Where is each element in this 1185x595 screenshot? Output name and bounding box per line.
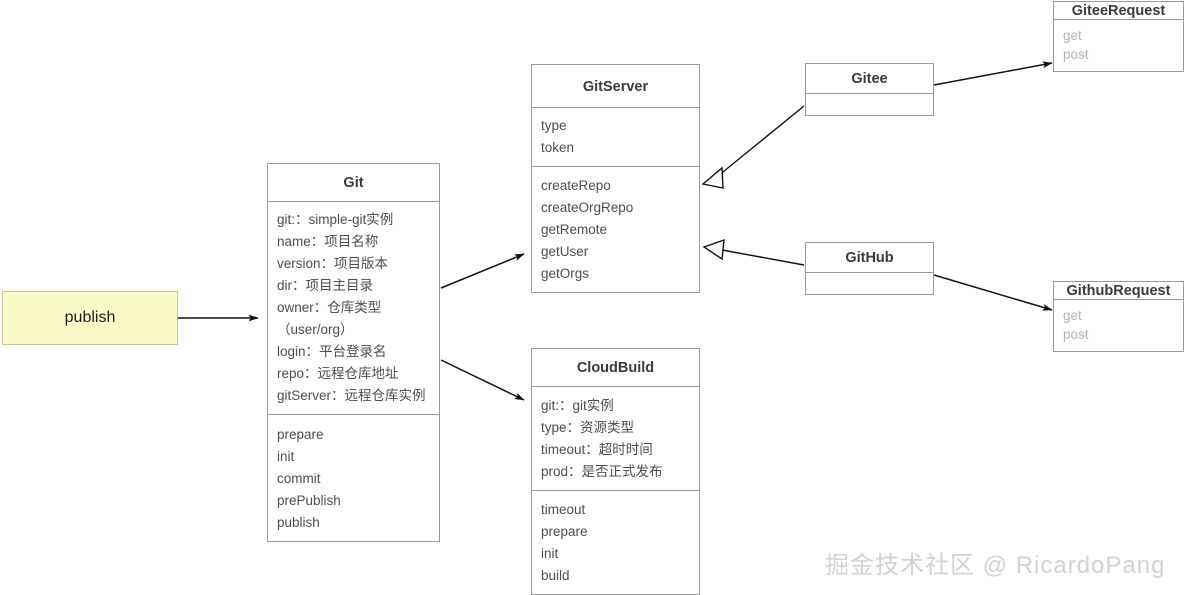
class-gitserver-method: getUser (541, 244, 589, 259)
class-gitserver-method: createRepo (541, 178, 611, 193)
class-gitserver-title: GitServer (582, 78, 649, 95)
class-gitserver-method: getRemote (541, 222, 608, 237)
class-git-attributes: git:：simple-git实例 name：项目名称 version：项目版本… (268, 201, 439, 414)
class-git-attribute: login：平台登录名 (277, 344, 387, 359)
edge-gitee-to-giteerequest (933, 61, 1053, 86)
class-gitserver-methods: createRepo createOrgRepo getRemote getUs… (532, 166, 699, 292)
class-git-methods: prepare init commit prePublish publish (268, 414, 439, 541)
class-giteerequest[interactable]: GiteeRequest get post (1053, 1, 1184, 72)
class-git-method: prePublish (277, 493, 341, 508)
class-git-attribute: repo：远程仓库地址 (277, 366, 399, 381)
class-cloudbuild-title: CloudBuild (576, 360, 655, 376)
class-giteerequest-method: post (1063, 47, 1089, 62)
class-cloudbuild-attribute: git:：git实例 (541, 398, 614, 413)
class-githubrequest[interactable]: GithubRequest get post (1053, 281, 1184, 352)
class-cloudbuild-attribute: timeout：超时时间 (541, 442, 653, 457)
class-githubrequest-title: GithubRequest (1066, 282, 1171, 299)
node-publish[interactable]: publish (2, 291, 178, 345)
class-git-title: Git (343, 175, 364, 191)
class-github-title: GitHub (845, 249, 894, 266)
edge-github-inherits-gitserver (702, 238, 805, 266)
class-git-attribute: gitServer：远程仓库实例 (277, 388, 426, 403)
edge-gitee-inherits-gitserver (701, 105, 805, 189)
class-git-attribute: owner：仓库类型 (277, 300, 382, 315)
class-git-attribute: git:：simple-git实例 (277, 212, 394, 227)
class-giteerequest-method: get (1063, 28, 1082, 43)
class-github[interactable]: GitHub (805, 242, 934, 295)
class-gitserver-attribute: type (541, 118, 567, 133)
class-githubrequest-method: post (1063, 327, 1089, 342)
class-git[interactable]: Git git:：simple-git实例 name：项目名称 version：… (267, 163, 440, 542)
class-gitserver-method: getOrgs (541, 266, 590, 281)
class-cloudbuild-method: timeout (541, 502, 586, 517)
edge-git-to-gitserver (440, 253, 525, 289)
edge-git-to-cloudbuild (440, 359, 525, 401)
class-cloudbuild-attribute: prod：是否正式发布 (541, 464, 663, 479)
class-git-attribute: dir：项目主目录 (277, 278, 374, 293)
class-git-method: publish (277, 515, 320, 530)
class-git-attribute: （user/org） (277, 322, 354, 337)
class-githubrequest-method: get (1063, 308, 1082, 323)
class-git-method: prepare (277, 427, 324, 442)
class-gitserver-method: createOrgRepo (541, 200, 634, 215)
class-cloudbuild[interactable]: CloudBuild git:：git实例 type：资源类型 timeout：… (531, 348, 700, 595)
class-giteerequest-title: GiteeRequest (1071, 2, 1166, 19)
class-gitee-members (806, 93, 933, 115)
class-github-members (806, 272, 933, 294)
edge-github-to-githubrequest (933, 274, 1053, 311)
class-git-method: commit (277, 471, 321, 486)
class-git-attribute: version：项目版本 (277, 256, 389, 271)
class-cloudbuild-method: build (541, 568, 570, 583)
class-cloudbuild-methods: timeout prepare init build (532, 490, 699, 594)
class-git-method: init (277, 449, 295, 464)
class-gitee-title: Gitee (851, 70, 888, 87)
class-gitserver-attributes: type token (532, 107, 699, 166)
node-publish-label: publish (64, 309, 116, 326)
class-gitee[interactable]: Gitee (805, 63, 934, 116)
class-cloudbuild-attribute: type：资源类型 (541, 420, 635, 435)
class-cloudbuild-attributes: git:：git实例 type：资源类型 timeout：超时时间 prod：是… (532, 386, 699, 490)
class-cloudbuild-method: prepare (541, 524, 588, 539)
class-cloudbuild-method: init (541, 546, 559, 561)
watermark: 掘金技术社区 @ RicardoPang (825, 552, 1166, 579)
class-git-attribute: name：项目名称 (277, 234, 379, 249)
class-githubrequest-methods: get post (1054, 299, 1183, 351)
class-giteerequest-methods: get post (1054, 19, 1183, 71)
class-gitserver-attribute: token (541, 140, 575, 155)
class-gitserver[interactable]: GitServer type token createRepo createOr… (531, 64, 700, 293)
